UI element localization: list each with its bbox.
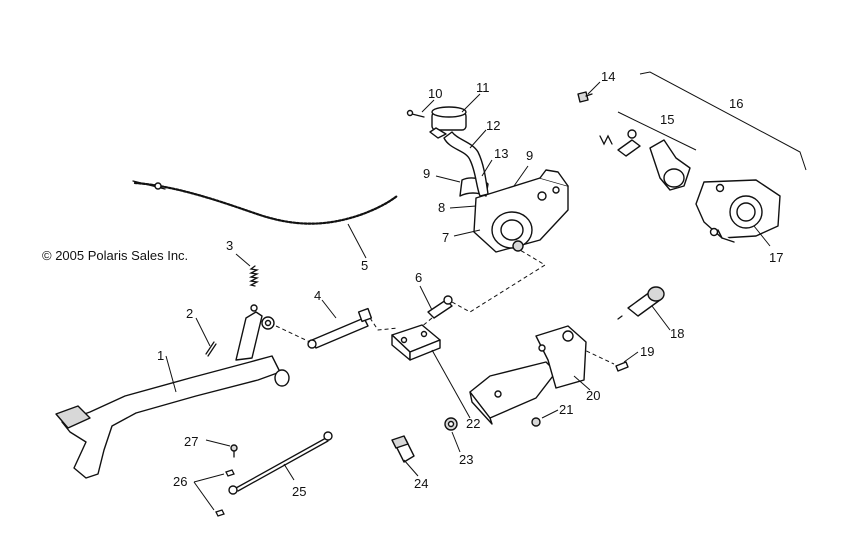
callout-23: 23 [459, 452, 473, 467]
callout-9-right: 9 [526, 148, 533, 163]
bracket-15 [617, 111, 697, 151]
part-26-clips [215, 469, 235, 517]
callout-22: 22 [466, 416, 480, 431]
part-5-brake-cable [132, 180, 399, 225]
callout-1: 1 [157, 348, 164, 363]
callout-14: 14 [601, 69, 615, 84]
part-25-rod [228, 431, 333, 495]
callout-5: 5 [361, 258, 368, 273]
callout-12: 12 [486, 118, 500, 133]
callout-27: 27 [184, 434, 198, 449]
callout-9-left: 9 [423, 166, 430, 181]
callout-26: 26 [173, 474, 187, 489]
part-18-switch [617, 286, 665, 320]
part-17-caliper [695, 179, 781, 243]
master-cylinder-assembly [406, 106, 569, 253]
part-20-mount [469, 325, 587, 425]
callout-11: 11 [476, 80, 490, 95]
callout-18: 18 [670, 326, 684, 341]
callout-2: 2 [186, 306, 193, 321]
callout-6: 6 [415, 270, 422, 285]
part-6-clevis [419, 249, 546, 329]
part-1-brake-pedal [55, 304, 290, 479]
callout-17: 17 [769, 250, 783, 265]
callout-20: 20 [586, 388, 600, 403]
callout-19: 19 [640, 344, 654, 359]
callout-13: 13 [494, 146, 508, 161]
callout-7: 7 [442, 230, 449, 245]
callout-21: 21 [559, 402, 573, 417]
bracket-16 [639, 71, 807, 171]
part-21-nut [531, 417, 541, 427]
callout-4: 4 [314, 288, 321, 303]
callout-24: 24 [414, 476, 428, 491]
callout-8: 8 [438, 200, 445, 215]
part-27-pin [230, 444, 238, 458]
callout-25: 25 [292, 484, 306, 499]
callout-3: 3 [226, 238, 233, 253]
part-19-screw [579, 347, 629, 372]
callout-16: 16 [729, 96, 743, 111]
part-4-brake-rod [275, 307, 399, 349]
part-15-caliper-kit [599, 129, 691, 191]
part-24-bolt [391, 435, 415, 463]
copyright-notice: © 2005 Polaris Sales Inc. [42, 248, 188, 263]
part-2-cotter-pin [205, 341, 217, 357]
leader-lines [165, 81, 771, 511]
part-14-screw [577, 91, 593, 103]
part-3-spring [248, 265, 260, 287]
part-22-bracket [391, 324, 441, 361]
callout-15: 15 [660, 112, 674, 127]
callout-10: 10 [428, 86, 442, 101]
part-23-nut [444, 417, 458, 431]
